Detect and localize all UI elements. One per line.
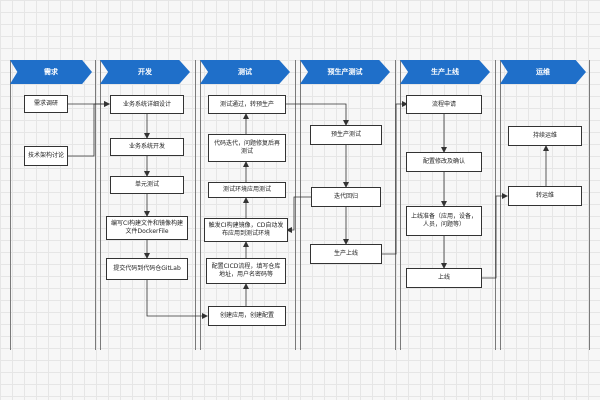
node-continuous-ops: 持续运维 bbox=[508, 126, 582, 146]
stage-header-production: 生产上线 bbox=[400, 60, 490, 84]
node-prod-launch: 生产上线 bbox=[310, 244, 382, 264]
node-test-env-app: 测试环境应用测试 bbox=[208, 182, 286, 198]
stage-header-testing: 测试 bbox=[200, 60, 290, 84]
node-biz-dev: 业务系统开发 bbox=[110, 138, 184, 156]
lane-requirements bbox=[10, 60, 96, 350]
stage-header-preproduction: 预生产测试 bbox=[300, 60, 390, 84]
node-submit-code: 提交代码到代码仓GitLab bbox=[106, 258, 188, 280]
node-tech-discussion: 技术架构讨论 bbox=[24, 146, 68, 166]
node-config-confirm: 配置修改及确认 bbox=[406, 152, 482, 172]
node-config-cicd: 配置CICD流程，填写仓库地址，用户名密码等 bbox=[206, 258, 286, 284]
node-create-app: 创建应用，创建配置 bbox=[208, 306, 286, 326]
node-ci-build-files: 编写CI构建文件和镜像构建文件DockerFile bbox=[106, 216, 188, 240]
node-go-live: 上线 bbox=[406, 268, 482, 288]
node-trigger-ci: 触发CI构建镜像，CD自动发布应用到测试环境 bbox=[204, 218, 288, 242]
stage-header-operations: 运维 bbox=[500, 60, 586, 84]
node-iterate-retest: 代码迭代，问题修复后再测试 bbox=[208, 134, 286, 162]
node-unit-test: 单元测试 bbox=[110, 176, 184, 194]
node-regression: 迭代回归 bbox=[311, 187, 381, 207]
node-test-pass: 测试通过，转预生产 bbox=[208, 95, 286, 114]
lane-development bbox=[100, 60, 196, 350]
node-biz-design: 业务系统详细设计 bbox=[110, 95, 184, 114]
node-handover-ops: 转运维 bbox=[508, 186, 582, 206]
node-preprod-test: 预生产测试 bbox=[310, 125, 382, 145]
node-process-apply: 流程申请 bbox=[406, 95, 482, 114]
node-requirement-research: 需求调研 bbox=[24, 95, 68, 113]
stage-header-requirements: 需求 bbox=[10, 60, 92, 84]
node-launch-prep: 上线准备（应用，设备，人员，问题等） bbox=[406, 206, 482, 236]
stage-header-development: 开发 bbox=[100, 60, 190, 84]
